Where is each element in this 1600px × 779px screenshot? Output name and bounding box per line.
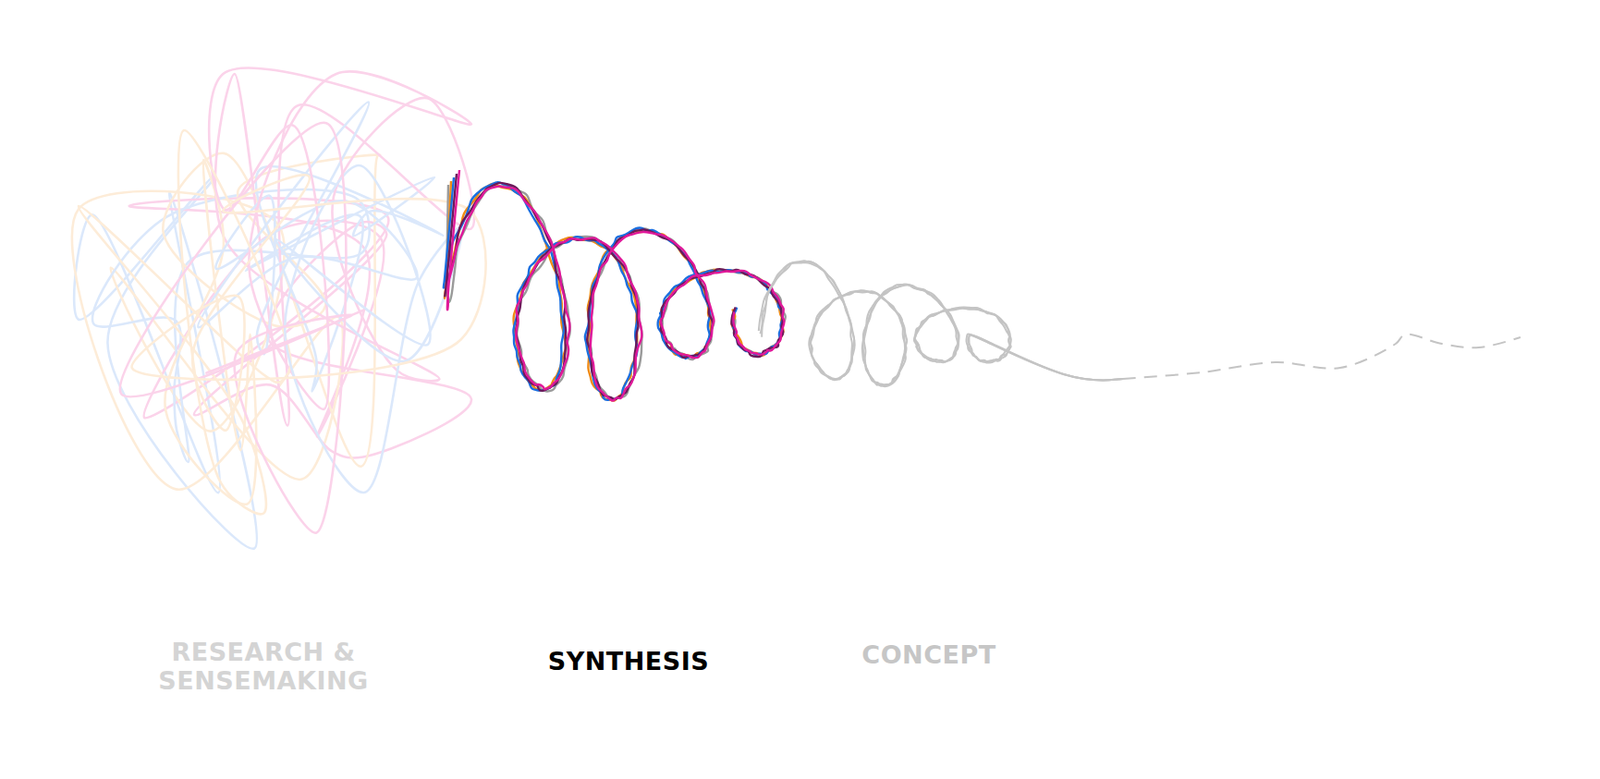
stage-label: CONCEPT: [836, 640, 1022, 670]
concept-strand: [758, 262, 1124, 387]
synthesis-strand: [447, 170, 784, 402]
stage-label: SYNTHESIS: [526, 647, 731, 676]
tangle-strand: [208, 68, 472, 410]
tangle-strand: [132, 174, 487, 431]
synthesis-strand: [444, 181, 784, 402]
synthesis-strand: [447, 184, 786, 401]
synthesis-scribble: [443, 170, 786, 402]
stage-label: RESEARCH & SENSEMAKING: [147, 637, 379, 696]
tangle-strand: [275, 165, 463, 493]
concept-scribble: [758, 260, 1521, 387]
synthesis-strand: [443, 177, 783, 401]
synthesis-strand: [444, 173, 783, 400]
tangle-strand: [78, 130, 292, 514]
dashed-trail: [1123, 334, 1521, 379]
tangle-strand: [197, 101, 417, 355]
tangle-strand: [120, 122, 364, 534]
tangle-scribble: [72, 68, 487, 550]
